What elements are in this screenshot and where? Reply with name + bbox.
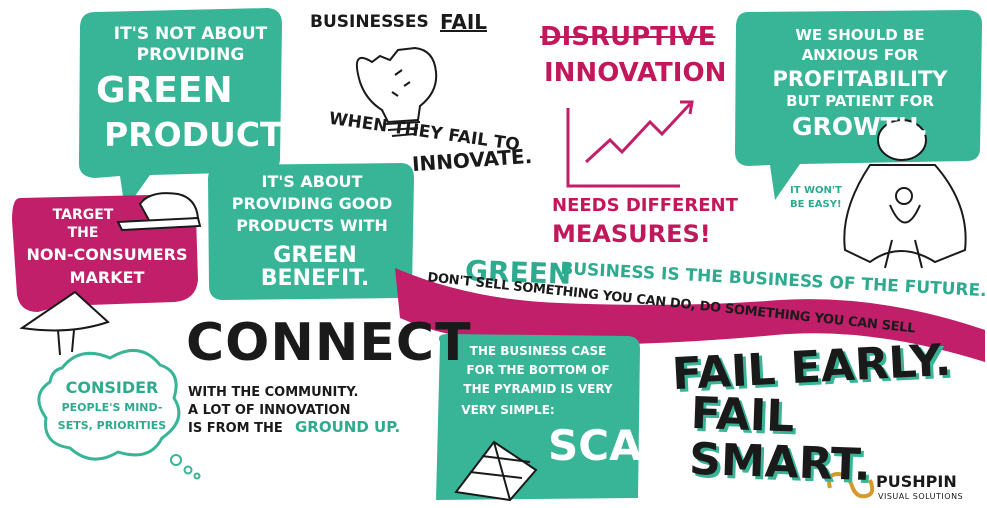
thought-dot-2 bbox=[183, 465, 193, 475]
thought-dot-1 bbox=[170, 454, 182, 466]
pyramid-icon bbox=[454, 440, 538, 502]
growth-chart-icon bbox=[566, 100, 694, 188]
bubble-1-line-4: Products bbox=[104, 115, 307, 154]
bubble-2-line-3: products with bbox=[236, 216, 388, 235]
scale-word: Scale bbox=[548, 421, 698, 470]
thought-cloud bbox=[37, 349, 181, 461]
connect-line-3a: is from the bbox=[188, 421, 283, 436]
target-line-3: Non-consumers bbox=[26, 245, 188, 264]
profit-line-1: We should be bbox=[795, 26, 925, 44]
businesses-label: Businesses bbox=[310, 12, 429, 32]
pyramid-line-2: for the bottom of bbox=[466, 363, 610, 377]
connect-line-1: with the community. bbox=[188, 385, 359, 400]
target-line-1: Target bbox=[52, 207, 114, 223]
connect-line-2: A lot of innovation bbox=[188, 403, 351, 418]
sumo-note-1: It won't bbox=[790, 185, 842, 196]
consider-line-2: people's mind- bbox=[61, 401, 163, 414]
profit-line-4: but patient for bbox=[786, 92, 934, 110]
profit-line-3: Profitability bbox=[772, 67, 948, 91]
innovation-label: Innovation bbox=[544, 58, 727, 88]
green-speech-bubble-2 bbox=[208, 163, 414, 300]
fail-label: fail bbox=[440, 10, 488, 34]
target-line-2: the bbox=[67, 225, 99, 241]
bubble-2-line-1: It's about bbox=[261, 172, 363, 191]
connect-title: Connect bbox=[186, 313, 472, 373]
bubble-2-line-2: providing good bbox=[231, 194, 393, 213]
pyramid-line-1: The business case bbox=[469, 344, 607, 358]
conical-hat-icon bbox=[19, 290, 110, 356]
logo-tagline: VISUAL SOLUTIONS bbox=[878, 492, 964, 501]
target-line-4: market bbox=[69, 268, 145, 287]
cap-icon bbox=[116, 192, 202, 232]
broken-lightbulb-icon bbox=[356, 46, 438, 137]
sumo-note-2: be easy! bbox=[790, 199, 842, 210]
bubble-1-line-1: It's not about bbox=[113, 24, 268, 44]
bubble-1-line-2: providing bbox=[136, 45, 245, 65]
sumo-wrestler-icon bbox=[843, 119, 967, 269]
pyramid-line-3: the pyramid is very bbox=[463, 382, 613, 396]
connect-line-3b: ground up. bbox=[295, 418, 401, 436]
measures-label: measures! bbox=[552, 220, 711, 248]
disruptive-label: Disruptive bbox=[540, 22, 716, 52]
profit-line-2: anxious for bbox=[801, 46, 919, 64]
thought-dot-3 bbox=[193, 472, 201, 480]
pyramid-line-4: very simple: bbox=[461, 403, 555, 417]
needs-different-label: needs different bbox=[552, 195, 738, 216]
bubble-1-line-3: Green bbox=[96, 70, 233, 111]
green-speech-bubble-1 bbox=[78, 8, 282, 210]
consider-line-1: Consider bbox=[65, 378, 159, 397]
bubble-2-line-4: Green benefit. bbox=[260, 243, 370, 292]
consider-line-3: sets, priorities bbox=[57, 419, 167, 432]
pushpin-logo-icon bbox=[827, 471, 875, 499]
profit-line-5: Growth. bbox=[791, 112, 929, 141]
logo-name[interactable]: PUSHPIN bbox=[876, 472, 957, 491]
